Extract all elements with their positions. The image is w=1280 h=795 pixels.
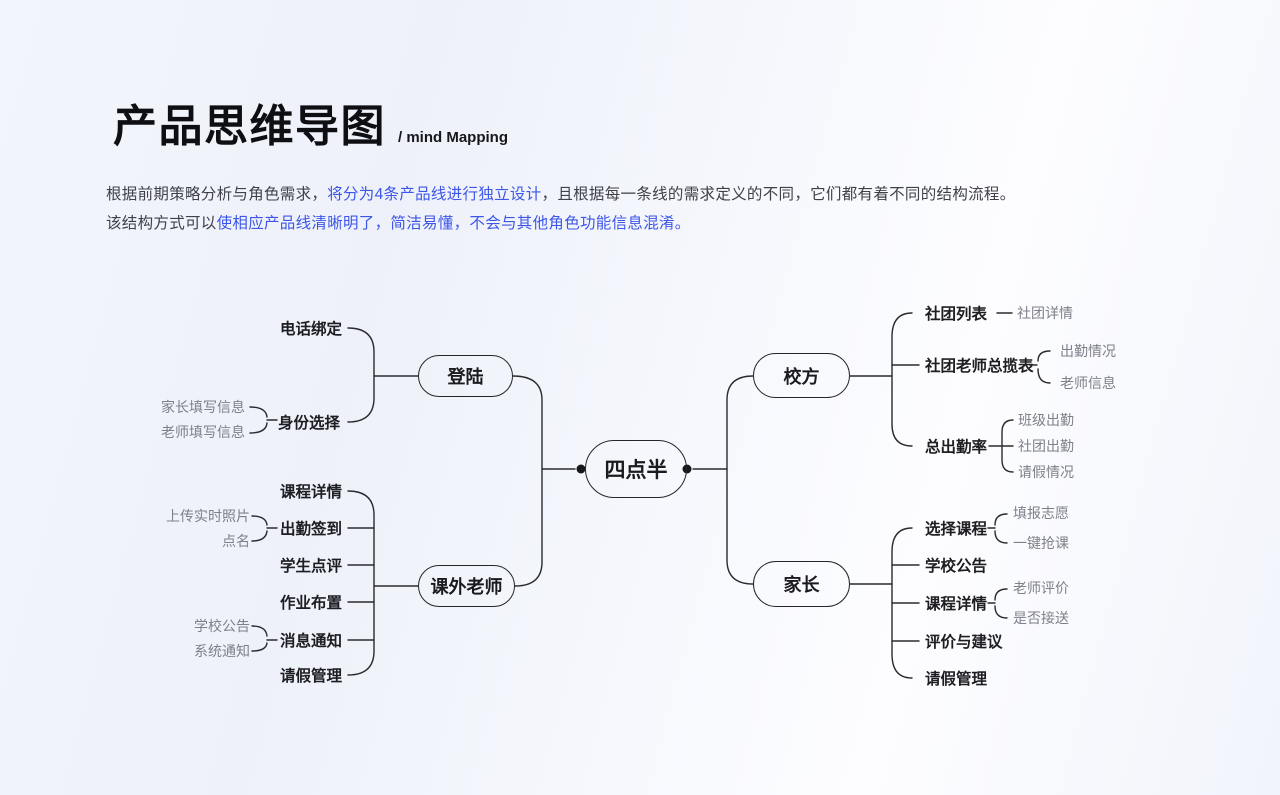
node-root: 四点半: [585, 440, 687, 498]
page-subtitle: / mind Mapping: [398, 128, 508, 146]
page-title: 产品思维导图: [113, 102, 386, 151]
label-identity-select: 身份选择: [278, 415, 341, 432]
leaf-roll-call: 点名: [222, 533, 250, 549]
label-school-announcement-parent: 学校公告: [925, 558, 988, 575]
intro-line-1: 根据前期策略分析与角色需求，将分为4条产品线进行独立设计，且根据每一条线的需求定…: [106, 180, 1016, 209]
connector-overview-fork-top: [1037, 350, 1051, 362]
leaf-upload-photo: 上传实时照片: [166, 508, 250, 524]
node-root-label: 四点半: [604, 459, 668, 482]
connector-message-fork-top: [251, 625, 268, 637]
intro-paragraph: 根据前期策略分析与角色需求，将分为4条产品线进行独立设计，且根据每一条线的需求定…: [106, 180, 1016, 238]
leaf-club-attendance: 社团出勤: [1018, 438, 1074, 454]
node-offsite-teacher-label: 课外老师: [430, 577, 503, 597]
label-course-detail-teacher: 课程详情: [280, 484, 343, 501]
label-phone-binding: 电话绑定: [280, 321, 343, 338]
header: 产品思维导图 / mind Mapping: [113, 102, 508, 153]
node-school-label: 校方: [783, 366, 820, 387]
label-total-attendance: 总出勤率: [925, 439, 988, 456]
leaf-one-click-grab: 一键抢课: [1013, 535, 1069, 551]
intro-segment-highlight: 将分为4条产品线进行独立设计: [327, 186, 542, 203]
leaf-teacher-info: 老师信息: [1060, 375, 1116, 391]
label-evaluation-suggestion: 评价与建议: [925, 634, 1003, 651]
leaf-pickup-or-not: 是否接送: [1013, 610, 1069, 626]
parent-branch-connectors: [849, 513, 1008, 679]
label-homework-assign: 作业布置: [280, 595, 343, 612]
intro-segment: 根据前期策略分析与角色需求，: [106, 186, 328, 203]
connector-checkin-fork-top: [251, 515, 268, 526]
connector-message-fork-bottom: [251, 642, 268, 652]
leaf-parent-fill-info: 家长填写信息: [161, 399, 245, 415]
connector-checkin-fork-bottom: [251, 530, 268, 542]
label-leave-manage-parent: 请假管理: [925, 671, 988, 688]
leaf-school-announcement-teacher: 学校公告: [194, 618, 250, 634]
connector-coursedetail-fork-top: [994, 588, 1008, 601]
intro-segment-highlight: 使相应产品线清晰明了，简洁易懂，不会与其他角色功能信息混淆。: [216, 215, 691, 232]
label-student-review: 学生点评: [280, 558, 343, 575]
leaf-teacher-evaluation: 老师评价: [1013, 580, 1069, 596]
connector-coursedetail-fork-bottom: [994, 605, 1008, 619]
connector-left-main-bracket: [512, 375, 543, 587]
label-message-notify: 消息通知: [280, 633, 343, 650]
connector-choosecourse-fork-top: [994, 513, 1008, 526]
intro-segment: ，且根据每一条线的需求定义的不同，它们都有着不同的结构流程。: [541, 186, 1016, 203]
connector-identity-fork-bottom: [249, 422, 268, 434]
label-attendance-checkin: 出勤签到: [280, 521, 343, 538]
connector-teacher-bracket: [347, 490, 375, 676]
login-branch-connectors: [249, 327, 419, 434]
leaf-fill-preference: 填报志愿: [1013, 505, 1069, 521]
node-school: 校方: [753, 353, 850, 398]
connector-login-bracket: [347, 327, 375, 423]
label-leave-manage-teacher: 请假管理: [280, 668, 343, 685]
leaf-club-detail: 社团详情: [1017, 305, 1073, 321]
connector-totalatt-bracket: [1001, 419, 1014, 473]
intro-segment: 该结构方式可以: [106, 215, 217, 232]
root-dot-left: [576, 464, 586, 474]
label-choose-course: 选择课程: [925, 521, 988, 538]
label-club-list: 社团列表: [925, 306, 988, 323]
connector-right-main-bracket: [726, 375, 754, 585]
node-parent-label: 家长: [783, 575, 820, 595]
node-offsite-teacher: 课外老师: [418, 565, 515, 607]
connector-identity-fork-top: [249, 406, 268, 418]
leaf-leave-status: 请假情况: [1018, 464, 1074, 480]
leaf-class-attendance: 班级出勤: [1018, 412, 1074, 428]
node-parent: 家长: [753, 561, 850, 607]
leaf-attendance-status: 出勤情况: [1060, 343, 1116, 359]
connector-school-bracket: [891, 312, 913, 447]
node-login-label: 登陆: [447, 367, 484, 387]
connector-choosecourse-fork-bottom: [994, 530, 1008, 544]
connector-overview-fork-bottom: [1037, 368, 1051, 384]
node-login: 登陆: [418, 355, 513, 397]
school-branch-connectors: [849, 312, 1051, 473]
intro-line-2: 该结构方式可以使相应产品线清晰明了，简洁易懂，不会与其他角色功能信息混淆。: [106, 209, 1016, 238]
offsite-teacher-branch-connectors: [251, 490, 419, 676]
leaf-system-notice: 系统通知: [194, 643, 250, 659]
leaf-teacher-fill-info: 老师填写信息: [161, 424, 245, 440]
label-course-detail-parent: 课程详情: [925, 596, 988, 613]
root-connectors: [512, 375, 754, 587]
label-club-teacher-overview: 社团老师总揽表: [925, 358, 1034, 375]
